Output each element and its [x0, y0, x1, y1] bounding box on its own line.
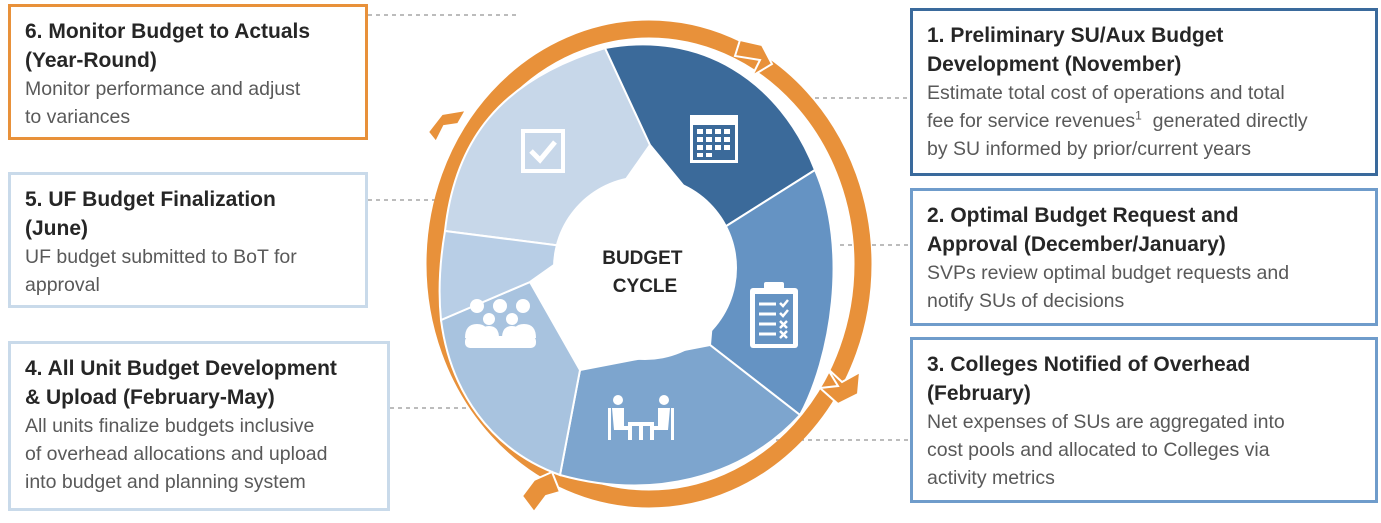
step-6-box: 6. Monitor Budget to Actuals(Year-Round)… — [8, 4, 368, 140]
arrow-right — [817, 367, 862, 406]
checklist-icon — [750, 282, 798, 348]
center-circle — [553, 176, 737, 360]
step-3-title: 3. Colleges Notified of Overhead(Februar… — [927, 353, 1251, 405]
step-1-description: Estimate total cost of operations and to… — [927, 82, 1308, 160]
checkbox-icon — [521, 129, 565, 173]
arrow-left — [426, 108, 468, 144]
step-5-box: 5. UF Budget Finalization(June) UF budge… — [8, 172, 368, 308]
arrow-top-right — [733, 38, 774, 79]
team-icon — [465, 299, 536, 348]
step-3-box: 3. Colleges Notified of Overhead(Februar… — [910, 337, 1378, 503]
step-5-title: 5. UF Budget Finalization(June) — [25, 188, 276, 240]
step-6-title: 6. Monitor Budget to Actuals(Year-Round) — [25, 20, 311, 72]
meeting-icon — [608, 395, 674, 440]
center-label: BUDGET CYCLE — [602, 248, 688, 297]
step-4-box: 4. All Unit Budget Development& Upload (… — [8, 341, 390, 511]
cycle-ring — [426, 20, 872, 508]
calendar-icon — [690, 115, 738, 163]
step-4-title: 4. All Unit Budget Development& Upload (… — [25, 357, 337, 409]
segment-5 — [438, 229, 581, 322]
footnote-marker: 1 — [1135, 108, 1142, 123]
arrow-bottom-left — [520, 470, 562, 514]
cycle-arrows — [426, 38, 862, 514]
